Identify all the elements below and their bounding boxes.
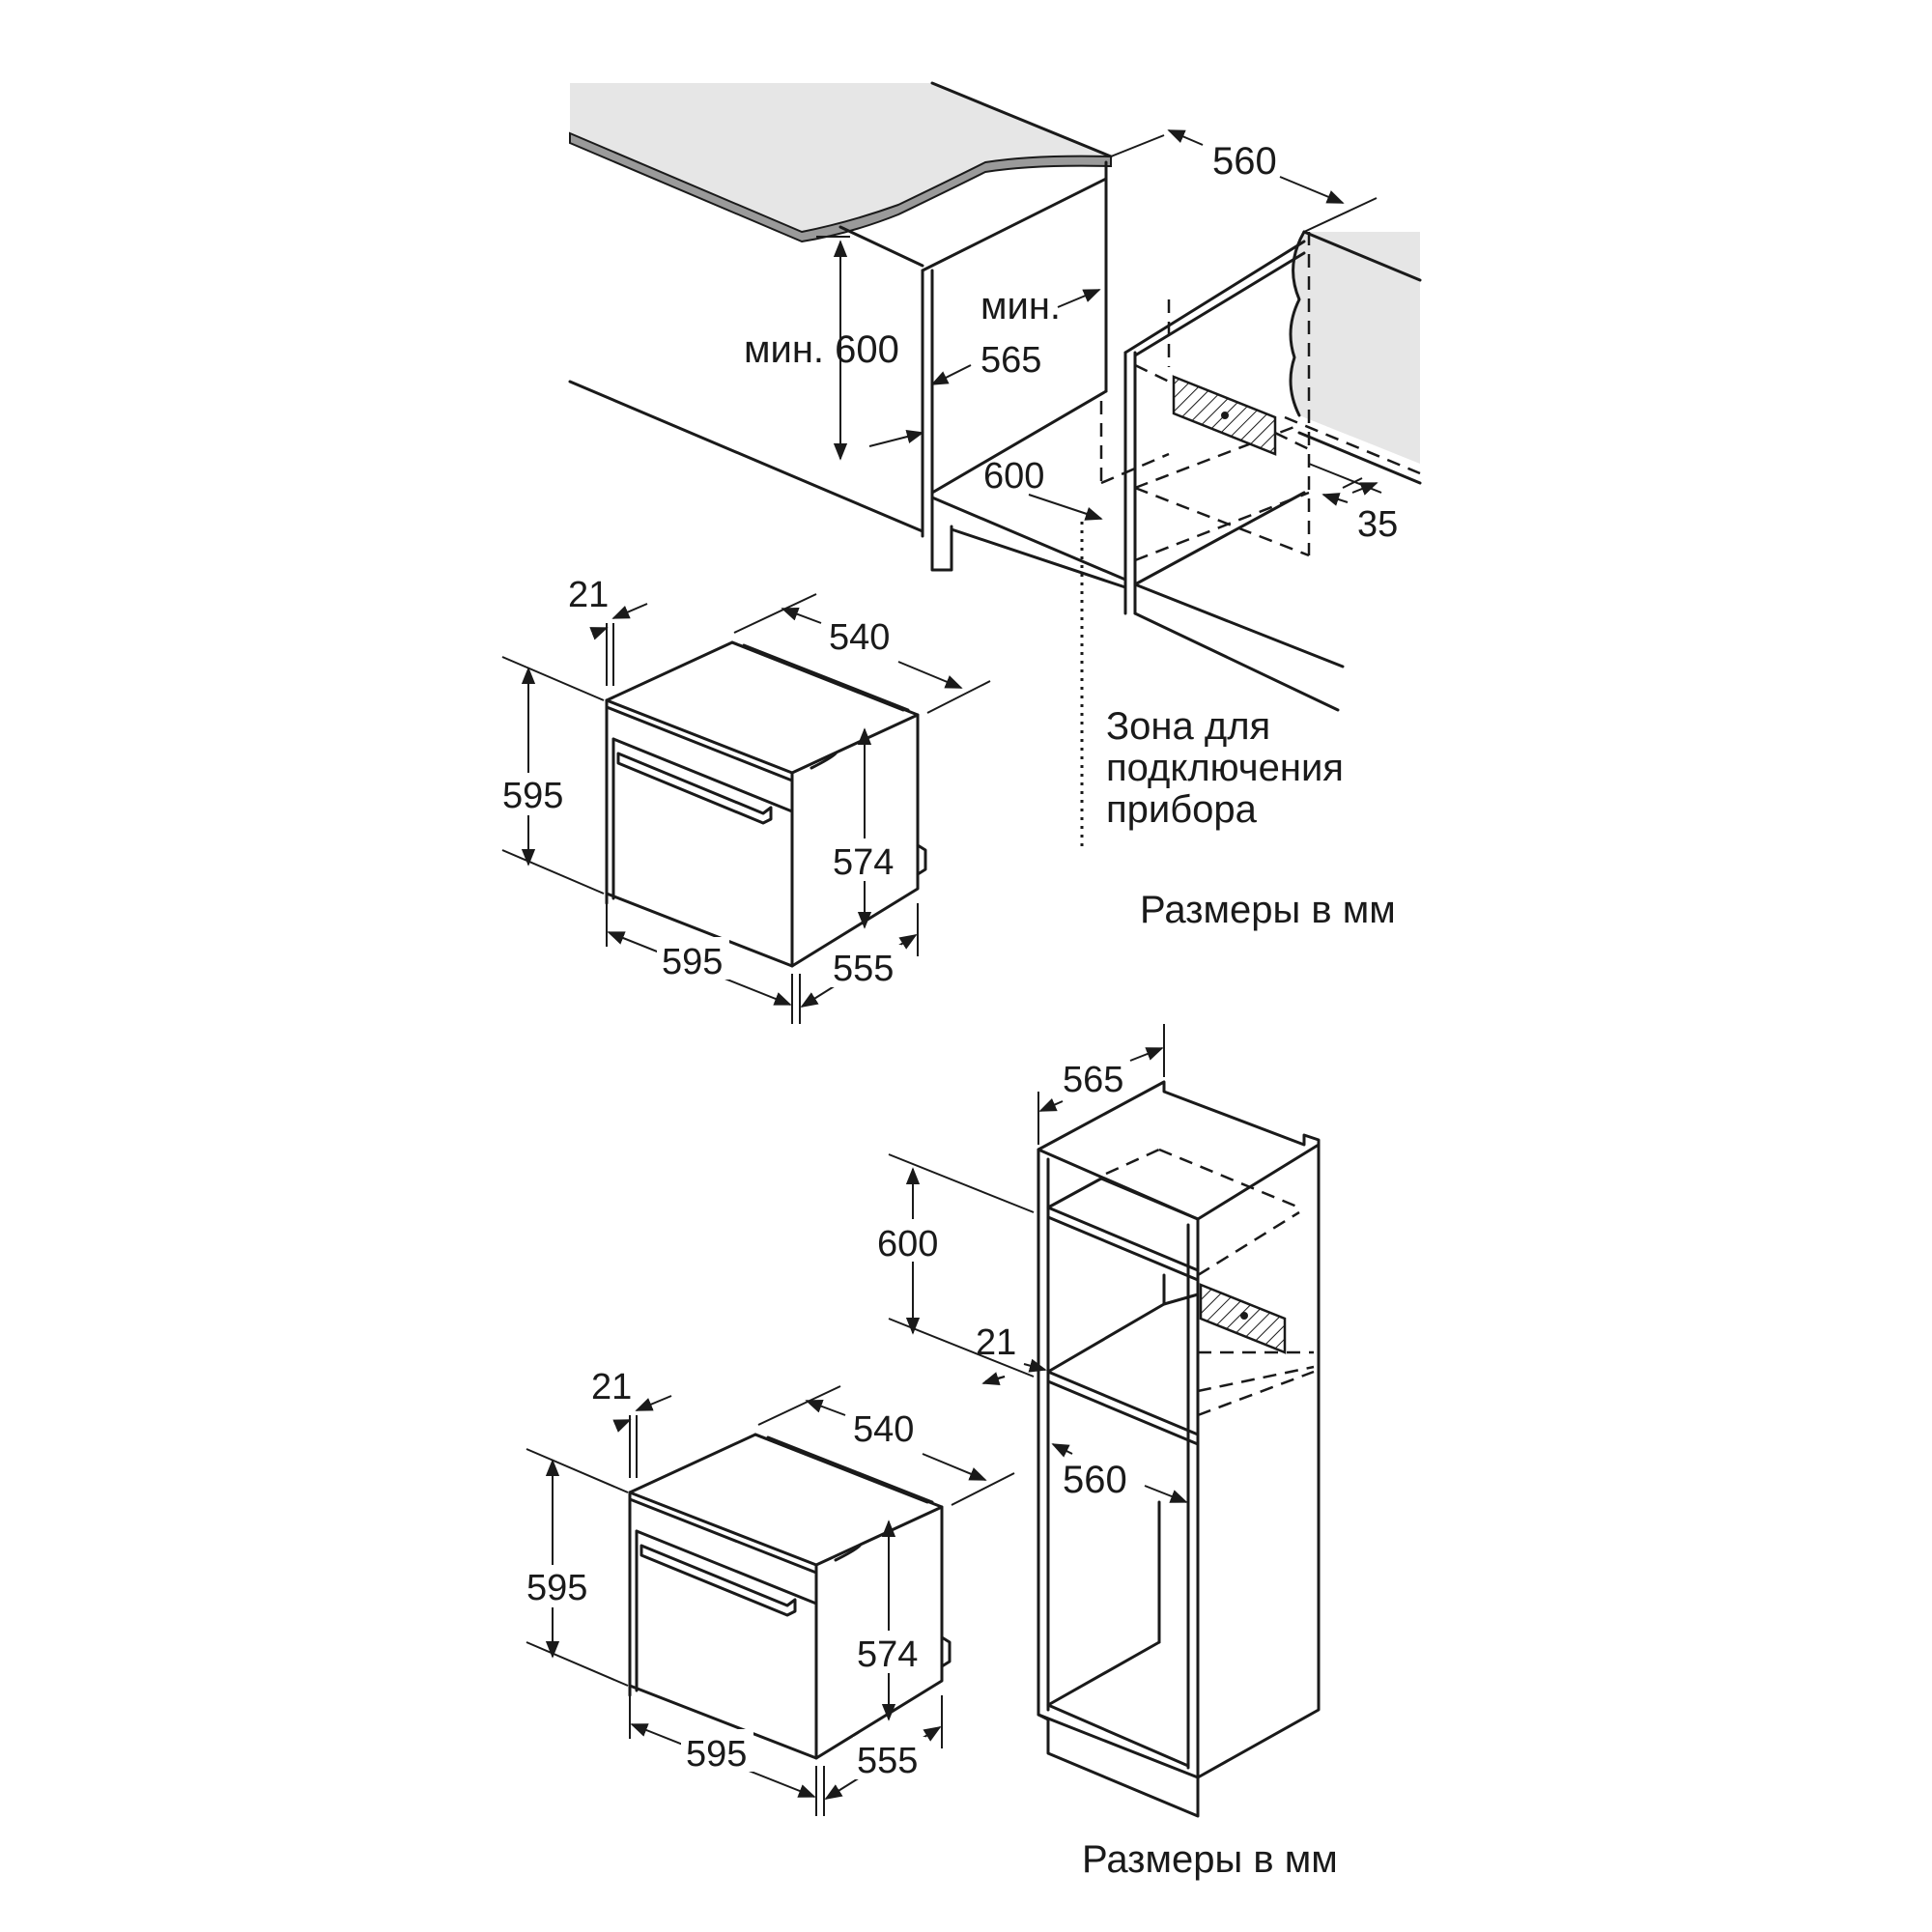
oven-bottom: 21 540 595 574 595 555 [522, 1367, 1015, 1816]
zone-line-3: прибора [1106, 788, 1258, 831]
oven-bottom-dim-540: 540 [853, 1409, 914, 1450]
dim-565-top: 565 [980, 340, 1041, 381]
oven-top-dim-574: 574 [833, 842, 894, 883]
zone-line-1: Зона для [1106, 705, 1270, 748]
worktop-left [570, 83, 1111, 232]
tall-dim-600: 600 [877, 1224, 938, 1264]
dim-600-top: 600 [983, 456, 1044, 497]
undercounter-niche: 560 мин. 600 мин. 565 600 35 Зона для по… [568, 81, 1422, 931]
oven-bottom-dim-595h: 595 [526, 1568, 587, 1608]
dim-min-600: мин. 600 [744, 328, 899, 371]
zone-line-2: подключения [1106, 747, 1344, 789]
oven-bottom-dim-555: 555 [857, 1741, 918, 1781]
oven-top-dim-595h: 595 [502, 776, 563, 816]
tall-dim-560: 560 [1063, 1459, 1127, 1501]
tall-dim-565: 565 [1063, 1060, 1123, 1100]
oven-bottom-dim-21: 21 [591, 1367, 632, 1407]
oven-top-dim-595w: 595 [662, 942, 723, 982]
dim-min-label: мин. [980, 285, 1061, 327]
tall-dim-21: 21 [976, 1322, 1016, 1363]
oven-bottom-dim-595w: 595 [686, 1734, 747, 1775]
worktop-left-edge [569, 131, 1112, 243]
worktop-right [1291, 232, 1420, 464]
units-label-top: Размеры в мм [1140, 889, 1396, 931]
oven-top: 21 540 595 574 595 555 [497, 575, 991, 1024]
oven-top-dim-540: 540 [829, 617, 890, 658]
dim-35: 35 [1357, 504, 1398, 545]
units-label-bottom: Размеры в мм [1082, 1838, 1338, 1881]
oven-top-dim-555: 555 [833, 949, 894, 989]
dim-560-top: 560 [1212, 140, 1277, 183]
oven-top-dim-21: 21 [568, 575, 609, 615]
oven-bottom-dim-574: 574 [857, 1634, 918, 1675]
tall-cabinet: 565 600 21 560 Размеры в мм [875, 1024, 1338, 1881]
